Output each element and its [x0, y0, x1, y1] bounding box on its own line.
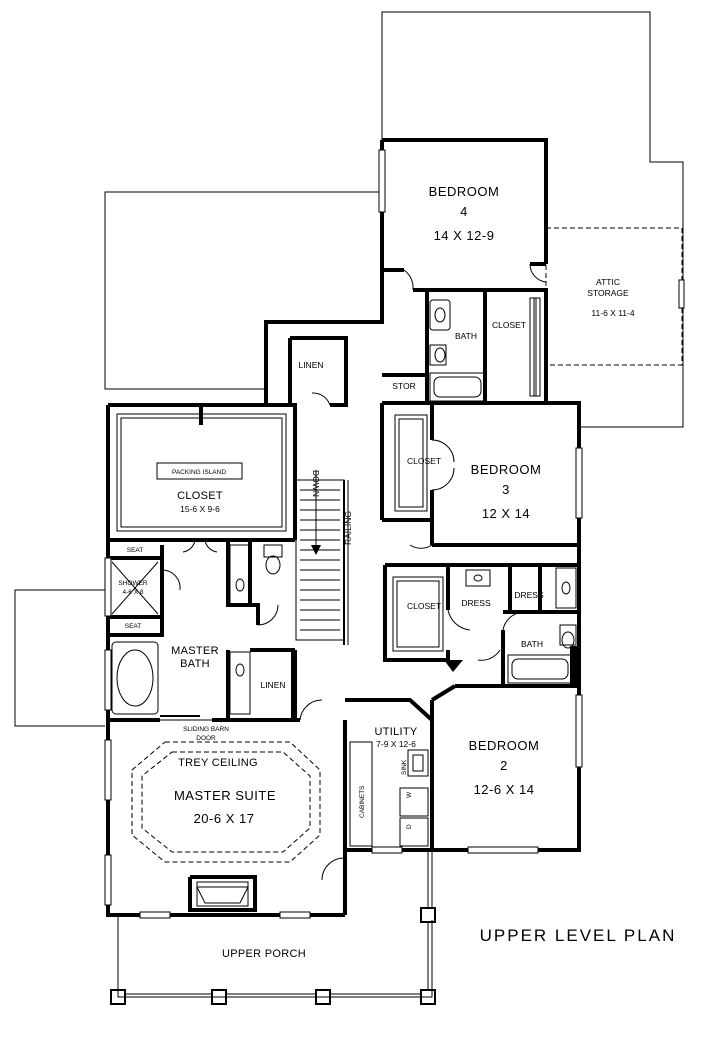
porch-posts [110, 850, 436, 1005]
seat-top-label: SEAT [127, 547, 144, 554]
doors [160, 263, 547, 881]
stair-down-label: DOWN [311, 470, 321, 497]
bedroom3-number: 3 [502, 482, 510, 497]
shower-label: SHOWER [118, 580, 148, 587]
linen-bath-label: LINEN [260, 680, 285, 690]
attic-name: ATTIC [596, 277, 620, 287]
master-suite-size: 20-6 X 17 [194, 811, 255, 826]
upper-porch-label: UPPER PORCH [222, 948, 306, 960]
railing-label: RAILING [343, 511, 353, 545]
bedroom3-name: BEDROOM [471, 462, 542, 477]
bedroom3-size: 12 X 14 [482, 506, 530, 521]
washer-label: W [406, 791, 413, 798]
bedroom2-size: 12-6 X 14 [474, 782, 535, 797]
bedroom4-name: BEDROOM [429, 184, 500, 199]
attic-size: 11-6 X 11-4 [591, 308, 634, 318]
windows [104, 149, 583, 919]
bedroom4-size: 14 X 12-9 [434, 228, 495, 243]
bath-mid-label: BATH [521, 639, 543, 649]
utility-size: 7-9 X 12-6 [376, 739, 416, 749]
trey-ceiling-label: TREY CEILING [178, 757, 258, 769]
sink-label: SINK [401, 759, 408, 775]
dress-right-label: DRESS [514, 590, 544, 600]
stair [300, 470, 349, 645]
closet-upper-label: CLOSET [492, 320, 526, 330]
closet-mid-label: CLOSET [407, 601, 441, 611]
master-bath-line1: MASTER [171, 645, 219, 657]
bath-upper-label: BATH [455, 331, 477, 341]
bedroom2-name: BEDROOM [469, 738, 540, 753]
master-bath-line2: BATH [180, 658, 210, 670]
master-closet-name: CLOSET [177, 490, 223, 502]
bedroom3-closet-label: CLOSET [407, 456, 441, 466]
cabinets-label: CABINETS [359, 785, 366, 818]
room-labels: BEDROOM 4 14 X 12-9 ATTIC STORAGE 11-6 X… [118, 184, 677, 960]
trey-ceiling [131, 741, 321, 863]
packing-island-label: PACKING ISLAND [172, 469, 226, 476]
bedroom4-number: 4 [460, 204, 468, 219]
dryer-label: D [406, 824, 413, 829]
stor-label: STOR [392, 381, 415, 391]
wall-details [116, 297, 541, 652]
dress-left-label: DRESS [461, 598, 491, 608]
barn-door-line2: DOOR [196, 735, 216, 742]
linen-upper-label: LINEN [298, 360, 323, 370]
seat-bottom-label: SEAT [125, 623, 142, 630]
attic-storage-outline [545, 227, 685, 366]
master-suite-name: MASTER SUITE [174, 788, 276, 803]
utility-name: UTILITY [374, 726, 417, 738]
barn-door-line1: SLIDING BARN [183, 726, 229, 733]
master-closet-size: 15-6 X 9-6 [180, 504, 220, 514]
plan-title: UPPER LEVEL PLAN [480, 926, 677, 945]
attic-sub: STORAGE [587, 288, 629, 298]
bedroom2-number: 2 [500, 758, 508, 773]
shower-size: 4-6 X 8 [123, 589, 144, 596]
